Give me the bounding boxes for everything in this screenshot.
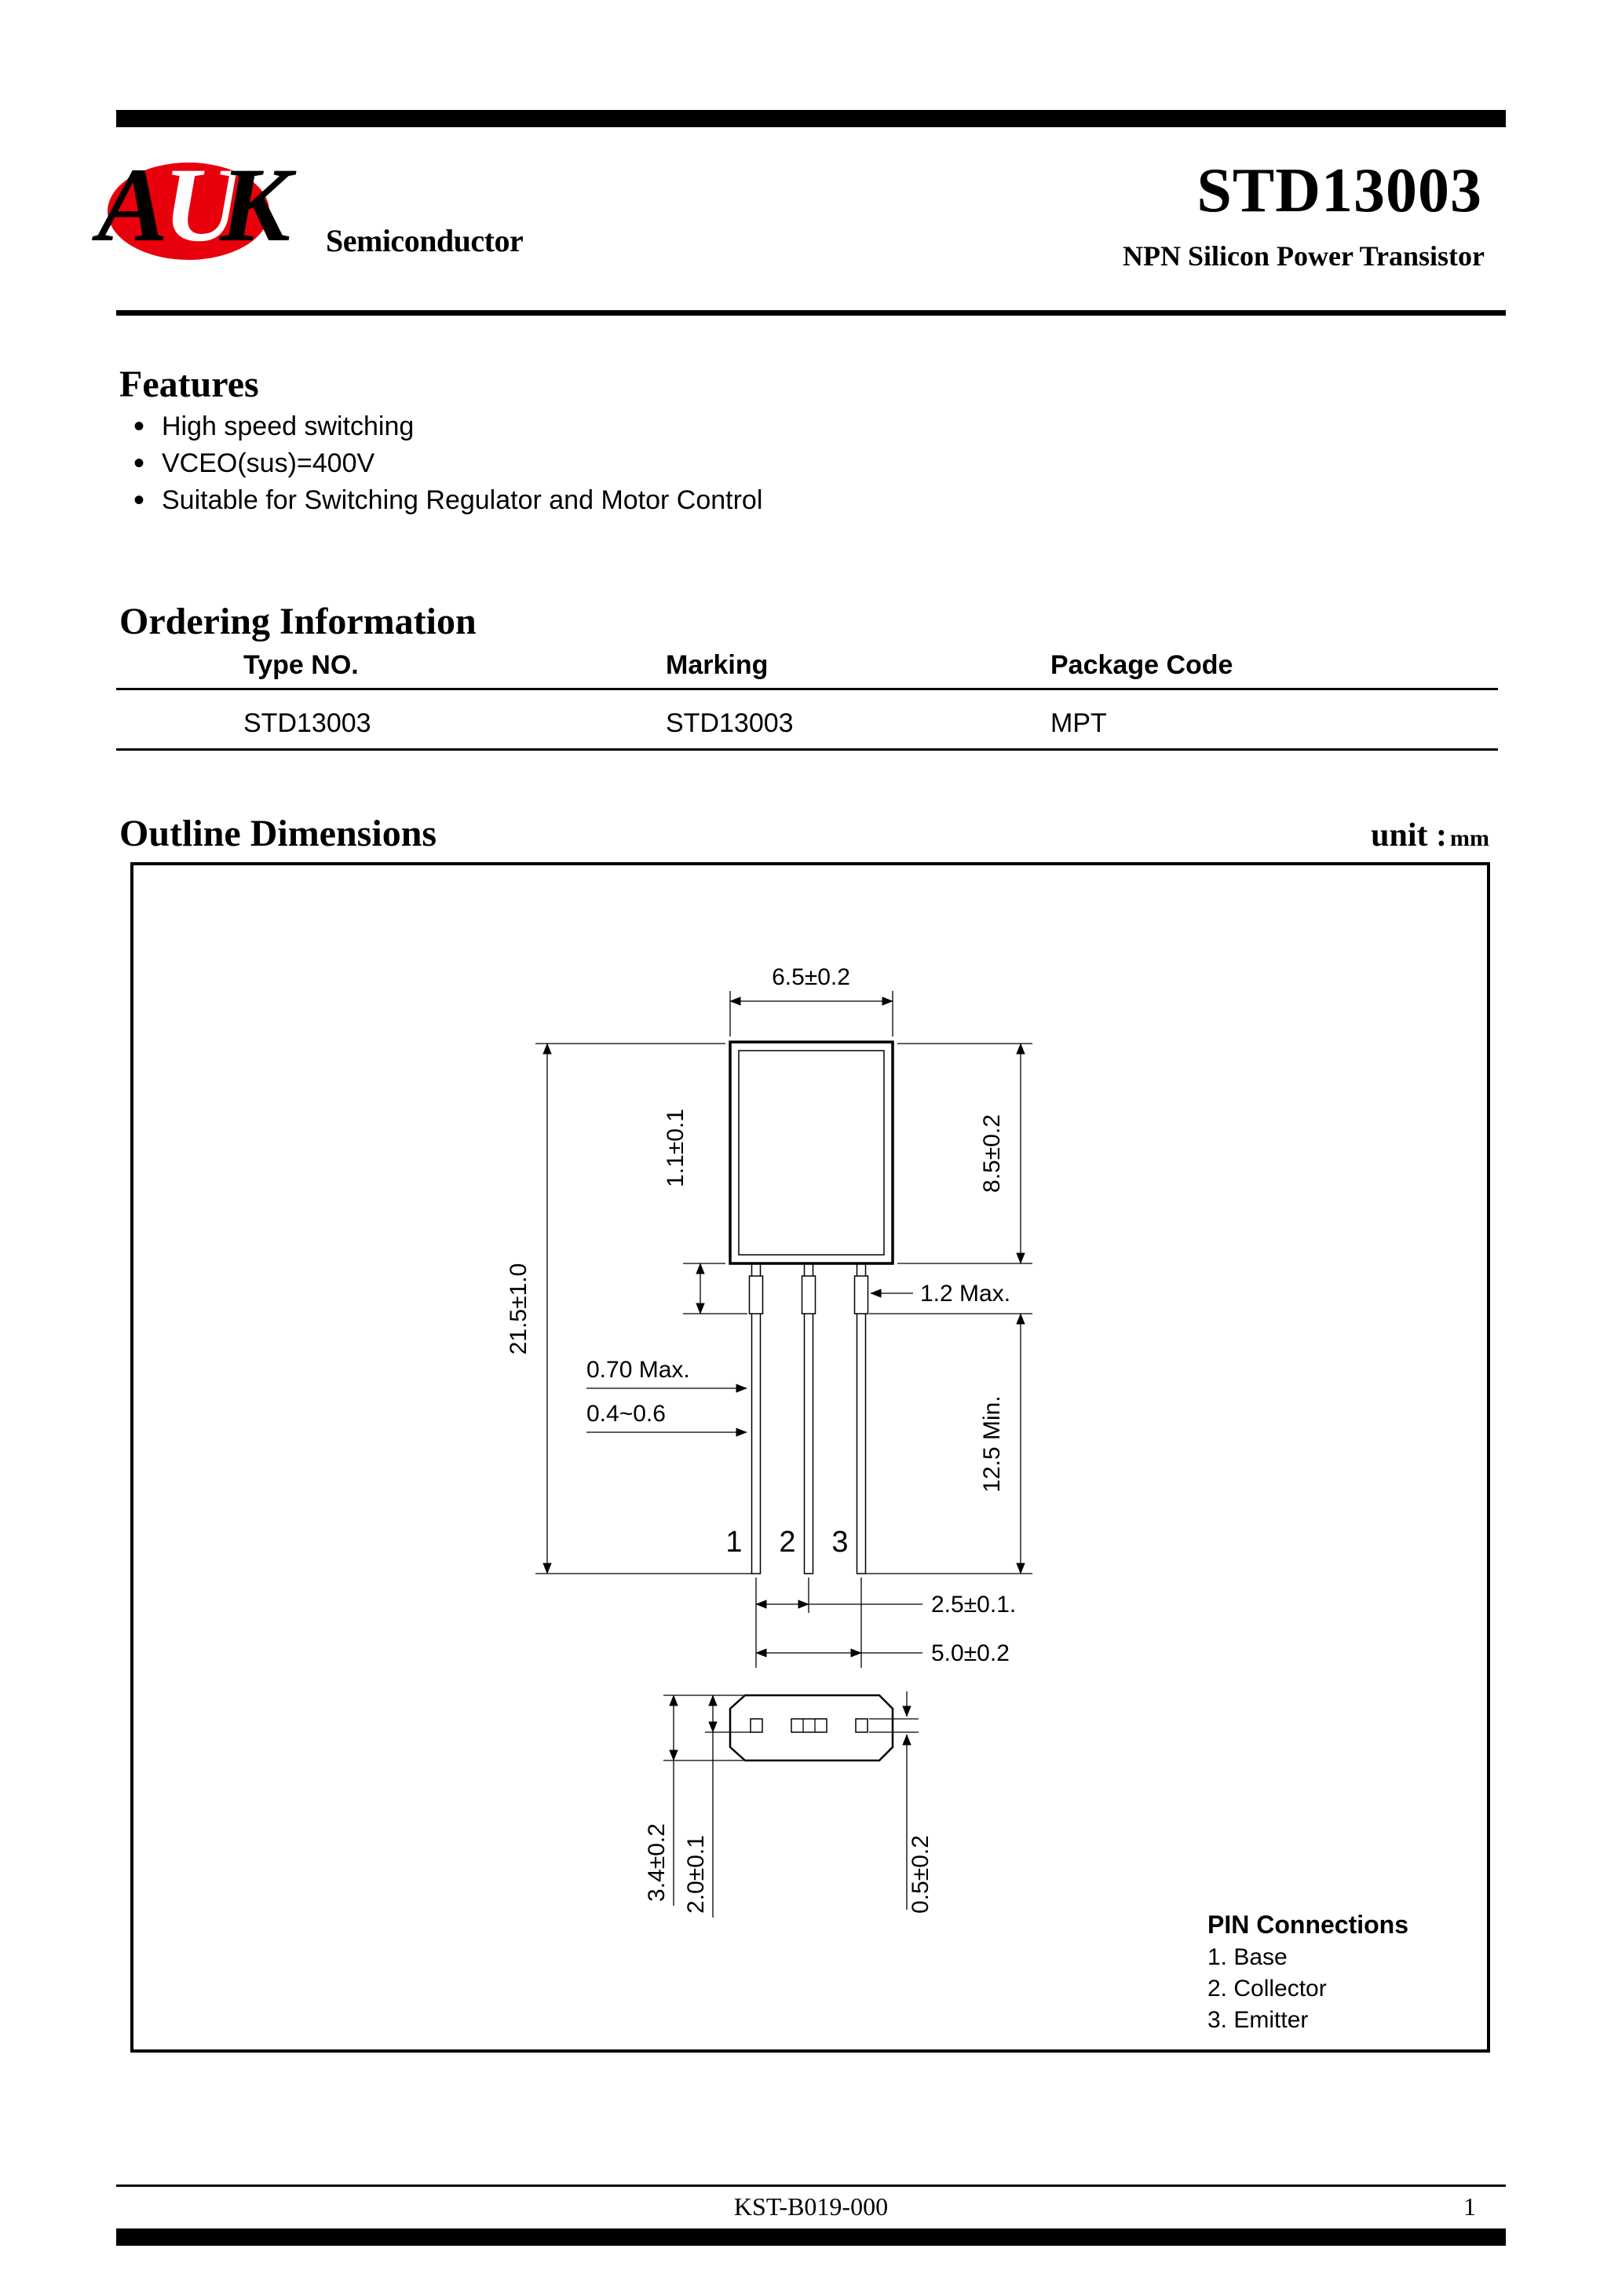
bottom-rule xyxy=(116,2228,1506,2246)
ordering-heading: Ordering Information xyxy=(119,601,477,642)
pin-connection-item: 1. Base xyxy=(1207,1944,1288,1970)
pin-number-1: 1 xyxy=(725,1526,742,1559)
column-header-marking: Marking xyxy=(666,650,769,680)
pin-number-2: 2 xyxy=(779,1526,795,1559)
dim-label-lead-thickness: 0.4~0.6 xyxy=(586,1401,666,1427)
dim-label-body-width: 6.5±0.2 xyxy=(772,964,850,990)
cell-type-no: STD13003 xyxy=(243,708,371,738)
page-number: 1 xyxy=(1463,2192,1476,2221)
column-header-package: Package Code xyxy=(1050,650,1233,680)
footer-rule xyxy=(116,2184,1506,2187)
dim-lead-thickness: 0.4~0.6 xyxy=(586,1401,747,1437)
pin-connections: PIN Connections 1. Base 2. Collector 3. … xyxy=(1207,1910,1408,2033)
pin-connections-heading: PIN Connections xyxy=(1207,1910,1408,1939)
dim-label-body-height: 8.5±0.2 xyxy=(979,1114,1005,1193)
dim-lead-tab-width: 1.2 Max. xyxy=(870,1281,1010,1307)
outline-drawing: 6.5±0.2 8.5±0.2 12.5 Min. xyxy=(506,964,1408,2033)
unit-label: unit : xyxy=(1371,817,1448,854)
features-list: High speed switching VCEO(sus)=400V Suit… xyxy=(132,408,762,519)
dim-label-lead-span: 5.0±0.2 xyxy=(931,1640,1010,1666)
unit-value: mm xyxy=(1450,825,1489,851)
dim-body-height: 8.5±0.2 xyxy=(897,1043,1032,1264)
dim-label-lead-cross: 0.5±0.2 xyxy=(908,1835,933,1914)
cell-package-code: MPT xyxy=(1050,708,1107,738)
feature-item: High speed switching xyxy=(132,408,762,445)
dim-overall-height: 21.5±1.0 xyxy=(506,1043,752,1574)
pin-number-3: 3 xyxy=(831,1526,848,1559)
package-body xyxy=(729,1040,894,1265)
dim-label-lead-length: 12.5 Min. xyxy=(979,1395,1005,1492)
document-number: KST-B019-000 xyxy=(733,2192,889,2221)
pin-connection-item: 2. Collector xyxy=(1207,1976,1327,2002)
package-leads xyxy=(748,1263,869,1574)
dim-label-lead-width-max: 0.70 Max. xyxy=(586,1357,690,1383)
package-bottom-view xyxy=(729,1694,894,1762)
pin-numbers: 1 2 3 xyxy=(725,1526,848,1559)
feature-item: Suitable for Switching Regulator and Mot… xyxy=(132,482,762,519)
logo-letter-k: K xyxy=(220,147,291,264)
dim-label-lead-seat: 1.1±0.1 xyxy=(663,1109,689,1187)
table-rule-bottom xyxy=(116,748,1498,751)
dim-label-seat-depth: 2.0±0.1 xyxy=(683,1835,709,1914)
dim-lead-cross: 0.5±0.2 xyxy=(869,1691,933,1914)
dim-lead-length: 12.5 Min. xyxy=(866,1313,1032,1574)
dim-label-lead-pitch: 2.5±0.1. xyxy=(931,1592,1016,1618)
dim-body-width: 6.5±0.2 xyxy=(729,964,893,1036)
dim-label-body-depth: 3.4±0.2 xyxy=(644,1823,670,1902)
dim-lead-width-max: 0.70 Max. xyxy=(586,1357,747,1393)
part-number-title: STD13003 xyxy=(1196,156,1482,225)
logo-letter-a: A xyxy=(97,147,169,264)
dim-lead-span: 5.0±0.2 xyxy=(755,1640,1010,1666)
outline-drawing-box: 6.5±0.2 8.5±0.2 12.5 Min. xyxy=(130,862,1490,2053)
dim-body-depth: 3.4±0.2 xyxy=(644,1695,743,1906)
dim-label-overall-height: 21.5±1.0 xyxy=(506,1263,532,1355)
cell-marking: STD13003 xyxy=(666,708,794,738)
dim-seat-depth: 2.0±0.1 xyxy=(683,1695,751,1918)
table-rule-top xyxy=(116,688,1498,690)
dim-label-lead-tab-width: 1.2 Max. xyxy=(920,1281,1010,1307)
part-subtitle: NPN Silicon Power Transistor xyxy=(1123,240,1485,272)
brand-name: Semiconductor xyxy=(326,223,524,258)
auk-logo: A U K xyxy=(97,147,320,269)
column-header-type: Type NO. xyxy=(243,650,359,680)
top-rule xyxy=(116,110,1506,127)
pin-connection-item: 3. Emitter xyxy=(1207,2007,1308,2033)
outline-heading: Outline Dimensions xyxy=(119,813,437,854)
unit-note: unit : mm xyxy=(1371,817,1489,854)
header-rule xyxy=(116,310,1506,316)
logo-ellipse xyxy=(108,163,269,260)
features-heading: Features xyxy=(119,364,259,405)
logo-letter-u: U xyxy=(163,147,240,264)
dim-lead-seat: 1.1±0.1 xyxy=(663,1109,747,1314)
feature-item: VCEO(sus)=400V xyxy=(132,445,762,482)
